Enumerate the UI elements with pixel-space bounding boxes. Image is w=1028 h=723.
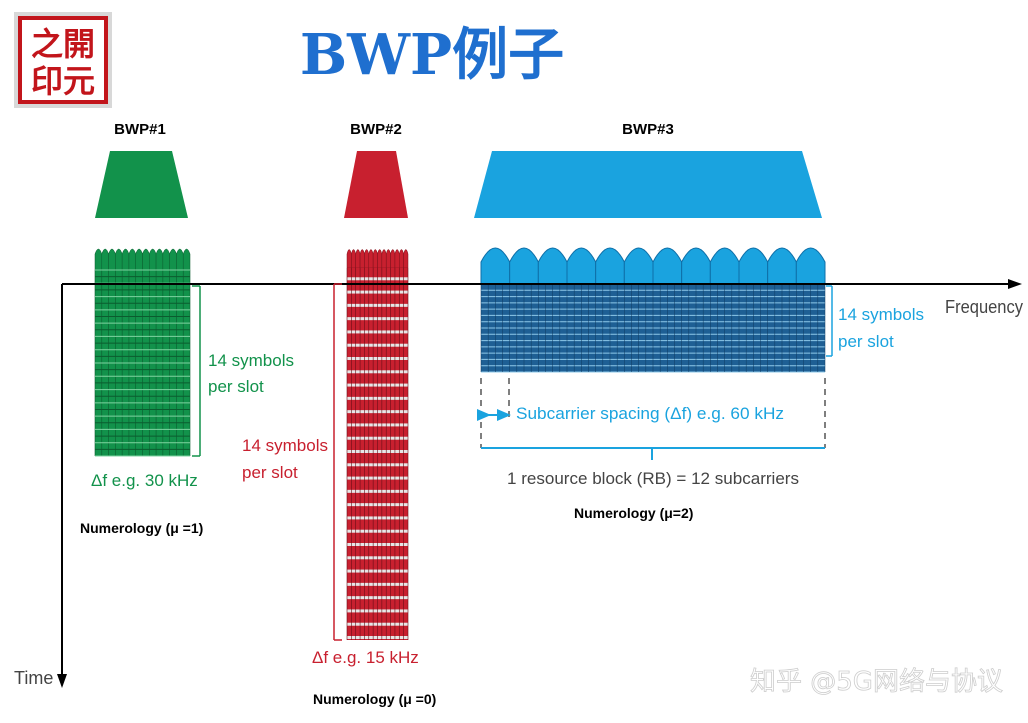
bwp1-subcarrier-arc (135, 248, 143, 271)
watermark: 知乎 @5G网络与协议 (750, 667, 1003, 697)
bwp2-numerology-label: Numerology (μ =0) (313, 691, 436, 707)
bwp2-subcarrier-arc (377, 249, 383, 269)
bwp1-subcarrier-arc (169, 248, 177, 271)
bwp2-symbols-bracket (333, 283, 342, 641)
bwp2-subcarrier-arc (364, 249, 370, 269)
bwp2-subcarrier-arc (381, 249, 387, 269)
time-axis-label: Time (14, 668, 53, 688)
bwp2-delta-f-label: Δf e.g. 15 kHz (312, 648, 419, 667)
bwp3-subcarrier-arc (738, 247, 769, 285)
bwp1-subcarrier-arc (101, 248, 109, 271)
resource-block-brace (481, 447, 825, 460)
bwp1-subcarrier-arc (182, 248, 191, 271)
bwp3-subcarrier-arc (537, 247, 568, 285)
bwp3-subcarrier-arc (595, 247, 625, 285)
page-title: BWP例子 (300, 22, 564, 88)
bwp2-subcarrier-arc (372, 249, 378, 269)
bwp1-resource-grid (94, 248, 191, 457)
bwp3-subcarrier-arc (623, 247, 654, 285)
bwp2-shape (344, 151, 408, 218)
bwp3-subcarrier-arc (795, 247, 826, 285)
bwp3-label: BWP#3 (622, 121, 674, 138)
bwp2-symbols-label-line2: per slot (242, 463, 298, 482)
bwp1-symbols-label-line1: 14 symbols (208, 351, 294, 370)
bwp2-subcarrier-arc (403, 249, 409, 269)
bwp1-symbols-label-line2: per slot (208, 377, 264, 396)
logo-text-bottom: 印元 (31, 62, 95, 100)
bwp2-subcarrier-arc (351, 249, 356, 269)
bwp2-subcarrier-arc (394, 249, 400, 269)
bwp3-subcarrier-arc (652, 247, 683, 285)
bwp3-symbols-label-line2: per slot (838, 332, 894, 351)
bwp3-symbols-bracket (826, 285, 833, 357)
bwp1-subcarrier-arc (142, 248, 150, 271)
bwp1-symbols-bracket (192, 285, 201, 457)
bwp2-resource-grid (346, 249, 409, 640)
bwp1-delta-f-label: Δf e.g. 30 kHz (91, 471, 198, 490)
bwp1-subcarrier-arc (115, 248, 123, 271)
bwp2-symbols-label-line1: 14 symbols (242, 436, 328, 455)
bwp1-label: BWP#1 (114, 121, 166, 138)
bwp2-subcarrier-arc (359, 249, 365, 269)
bwp1-subcarrier-arc (149, 248, 157, 271)
bwp2-subcarrier-arc (346, 249, 352, 269)
bwp2-subcarrier-arc (385, 249, 391, 269)
bwp2-label: BWP#2 (350, 121, 402, 138)
bwp3-shape (474, 151, 822, 218)
bwp3-subcarrier-arc (709, 247, 740, 285)
bwp3-subcarrier-arc (509, 247, 539, 285)
bwp3-subcarrier-arc (480, 247, 511, 285)
bwp3-numerology-label: Numerology (μ=2) (574, 505, 693, 521)
bwp2-subcarrier-arc (390, 249, 396, 269)
bwp1-subcarrier-arc (108, 248, 116, 271)
bwp3-symbols-label-line1: 14 symbols (838, 305, 924, 324)
bwp1-numerology-label: Numerology (μ =1) (80, 520, 203, 536)
bwp1-subcarrier-arc (162, 248, 170, 271)
bwp3-subcarrier-arc (767, 247, 797, 285)
logo: 之開 印元 (14, 12, 112, 108)
resource-block-label: 1 resource block (RB) = 12 subcarriers (507, 469, 799, 488)
bwp1-shape (95, 151, 188, 218)
time-axis-arrowhead (57, 674, 67, 688)
frequency-axis-label: Frequency (945, 297, 1023, 317)
subcarrier-spacing-label: Subcarrier spacing (Δf) e.g. 60 kHz (516, 404, 784, 423)
bwp2-subcarrier-arc (368, 249, 374, 269)
bwp2-subcarrier-arc (399, 249, 404, 269)
bwp1-subcarrier-arc (121, 248, 130, 271)
bwp1-subcarrier-arc (128, 248, 136, 271)
logo-text-top: 之開 (31, 25, 95, 63)
bwp3-subcarrier-arc (566, 247, 597, 285)
bwp1-subcarrier-arc (94, 248, 103, 271)
frequency-axis-arrowhead (1008, 279, 1022, 289)
bwp2-subcarrier-arc (355, 249, 361, 269)
bwp1-subcarrier-arc (155, 248, 164, 271)
bwp1-subcarrier-arc (176, 248, 184, 271)
bwp3-resource-grid (480, 247, 826, 373)
bwp3-subcarrier-arc (681, 247, 711, 285)
